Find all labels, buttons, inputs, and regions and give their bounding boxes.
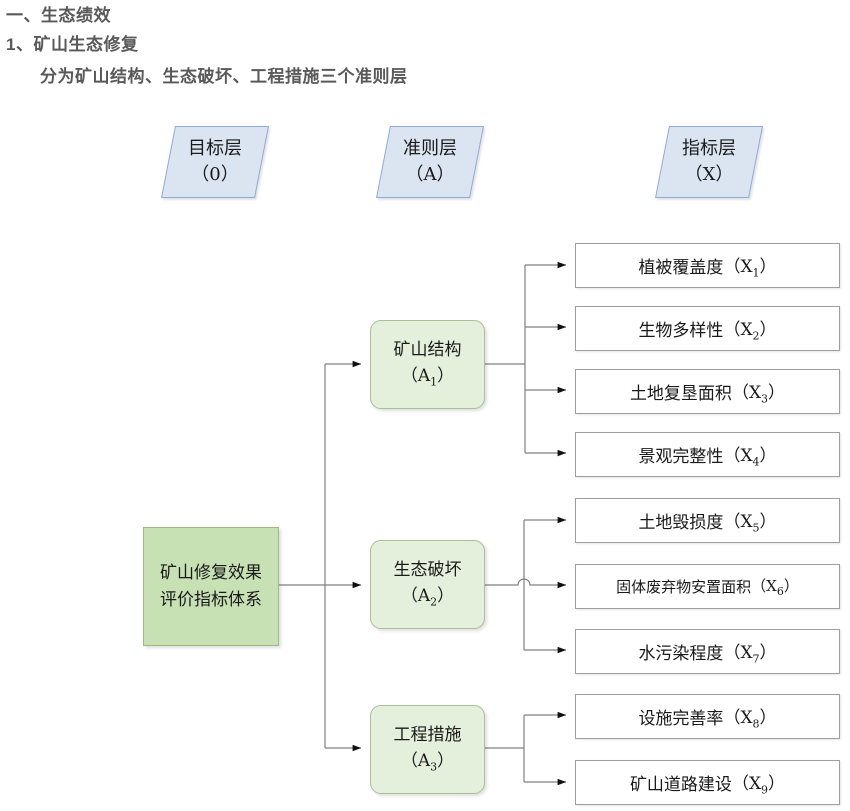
indicator-node-x3-label: 土地复垦面积 <box>629 384 732 404</box>
indicator-node-x9[interactable]: 矿山道路建设 （X9） <box>575 760 840 805</box>
indicator-node-x1-code: （X1） <box>723 256 777 280</box>
criteria-node-a1-label: 矿山结构 <box>393 340 462 361</box>
indicator-node-x7[interactable]: 水污染程度 （X7） <box>575 629 840 674</box>
indicator-node-x7-label: 水污染程度 <box>638 644 724 664</box>
goal-node-label: 矿山修复效果评价指标体系 <box>160 563 262 610</box>
criteria-node-a3[interactable]: 工程措施 （A3） <box>370 705 485 794</box>
goal-layer-header-title: 目标层 <box>188 137 242 159</box>
criteria-node-a2[interactable]: 生态破坏 （A2） <box>370 540 485 629</box>
criteria-layer-header-title: 准则层 <box>403 137 457 159</box>
indicator-node-x5-code: （X5） <box>723 511 777 535</box>
indicator-node-x9-code: （X9） <box>731 773 786 797</box>
indicator-node-x9-label: 矿山道路建设 <box>629 775 732 795</box>
indicator-node-x2[interactable]: 生物多样性 （X2） <box>575 306 840 351</box>
indicator-node-x1-label: 植被覆盖度 <box>638 258 724 278</box>
criteria-node-a1-code: （A1） <box>400 365 455 389</box>
goal-layer-header-code: （0） <box>191 164 239 185</box>
criteria-layer-header-code: （A） <box>405 164 455 185</box>
indicator-node-x8[interactable]: 设施完善率 （X8） <box>575 694 840 739</box>
indicator-node-x6-label: 固体废弃物安置面积 <box>616 578 752 596</box>
indicator-node-x3-code: （X3） <box>731 382 786 406</box>
indicator-node-x1[interactable]: 植被覆盖度 （X1） <box>575 243 840 288</box>
indicator-node-x2-code: （X2） <box>723 319 777 343</box>
heading-line-2: 1、矿山生态修复 <box>6 35 139 54</box>
indicator-node-x8-code: （X8） <box>723 707 777 731</box>
indicator-layer-header: 指标层 （X） <box>655 126 763 198</box>
heading-line-3: 分为矿山结构、生态破坏、工程措施三个准则层 <box>40 67 408 86</box>
indicator-node-x4-label: 景观完整性 <box>638 447 724 467</box>
indicator-node-x4-code: （X4） <box>723 445 777 469</box>
indicator-node-x2-label: 生物多样性 <box>638 321 724 341</box>
criteria-node-a2-label: 生态破坏 <box>393 560 462 581</box>
indicator-node-x4[interactable]: 景观完整性 （X4） <box>575 432 840 477</box>
criteria-node-a2-code: （A2） <box>400 585 455 609</box>
indicator-layer-header-title: 指标层 <box>682 137 736 159</box>
criteria-layer-header: 准则层 （A） <box>376 126 484 198</box>
indicator-node-x6[interactable]: 固体废弃物安置面积 （X6） <box>575 564 840 609</box>
goal-layer-header: 目标层 （0） <box>161 126 269 198</box>
indicator-node-x6-code: （X6） <box>751 577 799 598</box>
indicator-node-x7-code: （X7） <box>723 642 777 666</box>
indicator-node-x5[interactable]: 土地毁损度 （X5） <box>575 498 840 543</box>
heading-line-1: 一、生态绩效 <box>6 6 111 25</box>
goal-node[interactable]: 矿山修复效果评价指标体系 <box>143 527 279 646</box>
indicator-node-x3[interactable]: 土地复垦面积 （X3） <box>575 369 840 414</box>
indicator-layer-header-code: （X） <box>684 164 734 185</box>
criteria-node-a3-code: （A3） <box>400 750 455 774</box>
indicator-node-x8-label: 设施完善率 <box>638 709 724 729</box>
criteria-node-a3-label: 工程措施 <box>393 725 462 746</box>
indicator-node-x5-label: 土地毁损度 <box>638 513 724 533</box>
criteria-node-a1[interactable]: 矿山结构 （A1） <box>370 320 485 409</box>
